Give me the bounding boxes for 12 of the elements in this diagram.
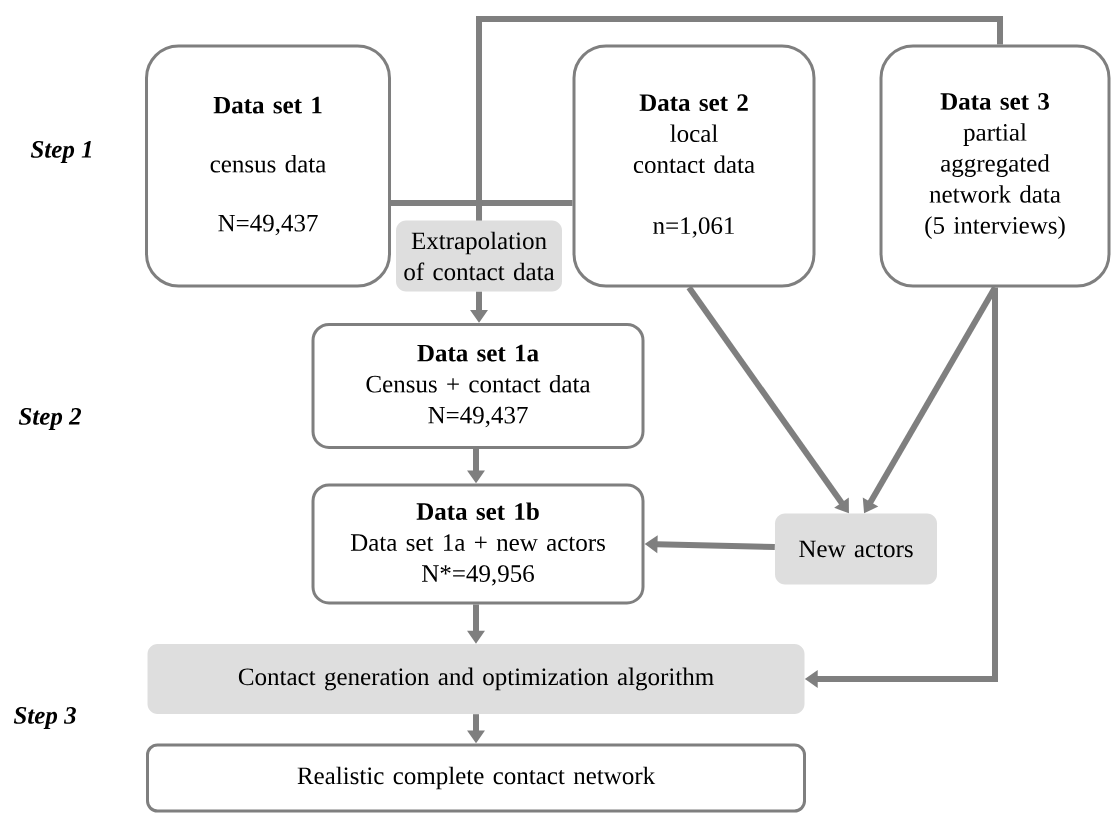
- data-box: Data set 3 partial aggregated network data (5 interviews): [879, 44, 1111, 288]
- step-label: Step 3: [13, 707, 76, 729]
- process-box: Extrapolation of contact data: [396, 220, 562, 292]
- data-box: Data set 2 local contact data n=1,061: [572, 44, 816, 288]
- data-box: Data set 1 census data N=49,437: [145, 44, 391, 288]
- data-box: Data set 1b Data set 1a + new actors N*=49,956: [311, 483, 645, 605]
- result-box: Realistic complete contact network: [146, 743, 806, 813]
- step-label: Step 1: [30, 141, 92, 163]
- process-box: Contact generation and optimization algorithm: [147, 644, 805, 714]
- data-box: Data set 1a Census + contact data N=49,437: [311, 323, 645, 449]
- process-box: New actors: [775, 513, 937, 585]
- step-label: Step 2: [18, 408, 82, 430]
